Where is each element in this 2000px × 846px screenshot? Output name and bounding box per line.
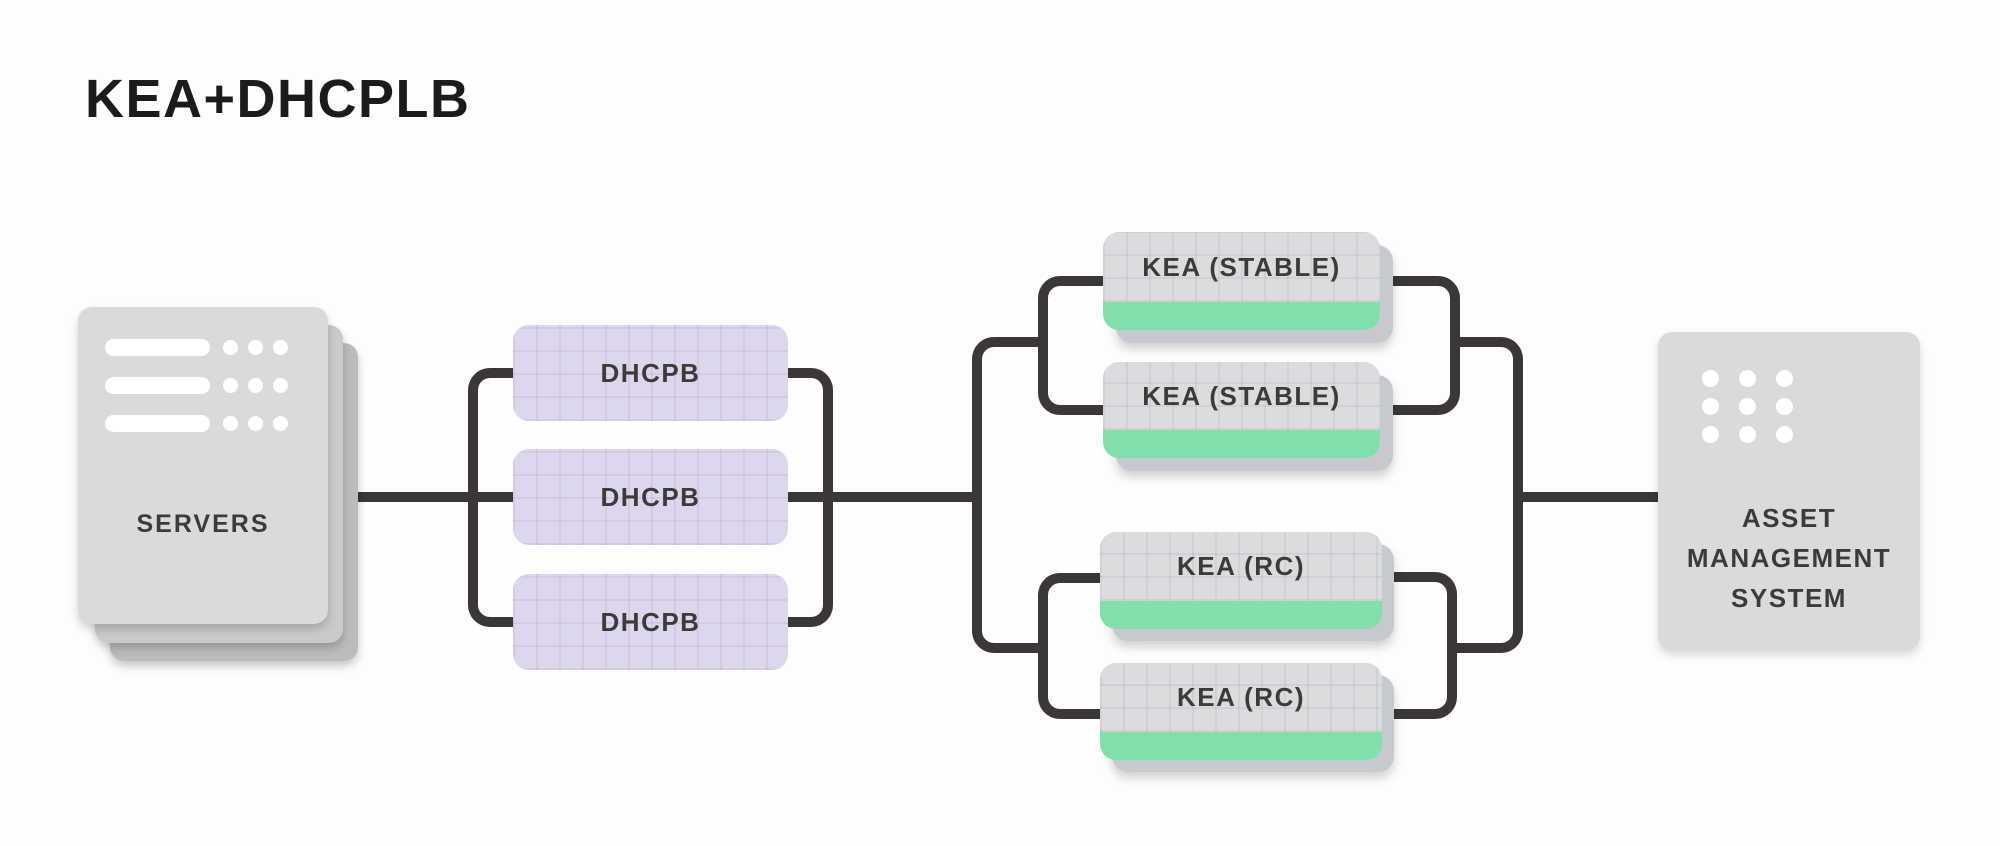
dhcpb-node-3: DHCPB	[513, 574, 788, 670]
dhcpb-label: DHCPB	[600, 481, 701, 512]
server-dot-icon	[223, 416, 238, 431]
server-dot-icon	[273, 378, 288, 393]
dot-icon	[1776, 398, 1793, 415]
dhcpb-node-1: DHCPB	[513, 325, 788, 421]
connector-servers-to-dhcpb	[345, 492, 515, 502]
server-icon-row	[105, 339, 298, 356]
server-dot-icon	[248, 416, 263, 431]
server-bar-icon	[105, 415, 210, 432]
dot-icon	[1739, 370, 1756, 387]
asset-label-line: SYSTEM	[1731, 583, 1847, 613]
kea-stable-node-1: KEA (STABLE)	[1103, 232, 1380, 330]
kea-card-body: KEA (RC)	[1100, 663, 1382, 732]
dot-icon	[1702, 426, 1719, 443]
dhcpb-label: DHCPB	[600, 606, 701, 637]
green-status-strip	[1103, 430, 1380, 458]
dot-icon	[1776, 370, 1793, 387]
server-dot-icon	[273, 340, 288, 355]
connector-dhcpb-left-bracket	[468, 368, 514, 627]
server-stack-icon	[105, 339, 298, 432]
dot-icon	[1739, 398, 1756, 415]
kea-card-body: KEA (RC)	[1100, 532, 1382, 601]
connector-kea-stable-left-bracket	[1038, 276, 1104, 415]
dot-icon	[1739, 426, 1756, 443]
dot-icon	[1702, 370, 1719, 387]
servers-node: SERVERS	[78, 307, 328, 624]
green-status-strip	[1100, 601, 1382, 629]
page-title: KEA+DHCPLB	[85, 69, 471, 129]
connector-kea-rc-left-bracket	[1038, 573, 1102, 719]
kea-rc-label: KEA (RC)	[1176, 551, 1306, 581]
asset-management-node: ASSET MANAGEMENT SYSTEM	[1658, 332, 1920, 650]
dot-icon	[1702, 398, 1719, 415]
kea-rc-node-2: KEA (RC)	[1100, 663, 1382, 760]
server-dot-icon	[273, 416, 288, 431]
connector-to-asset-management	[1518, 492, 1660, 502]
server-icon-row	[105, 377, 298, 394]
connector-dhcpb-to-split	[786, 492, 982, 502]
dhcpb-node-2: DHCPB	[513, 449, 788, 545]
kea-card-body: KEA (STABLE)	[1103, 362, 1380, 430]
server-bar-icon	[105, 339, 210, 356]
kea-stable-node-2: KEA (STABLE)	[1103, 362, 1380, 458]
server-dot-icon	[223, 340, 238, 355]
server-bar-icon	[105, 377, 210, 394]
dot-icon	[1776, 426, 1793, 443]
servers-label: SERVERS	[136, 510, 270, 538]
asset-label-line: ASSET	[1741, 503, 1837, 533]
server-icon-row	[105, 415, 298, 432]
server-dot-icon	[223, 378, 238, 393]
server-dot-icon	[248, 378, 263, 393]
kea-stable-label: KEA (STABLE)	[1142, 380, 1341, 411]
dots-grid-icon	[1702, 370, 1793, 443]
connector-split-bracket	[972, 337, 1044, 653]
asset-management-label: ASSET MANAGEMENT SYSTEM	[1658, 498, 1920, 618]
green-status-strip	[1100, 732, 1382, 760]
kea-rc-node-1: KEA (RC)	[1100, 532, 1382, 629]
connector-collect-bracket	[1450, 337, 1523, 653]
green-status-strip	[1103, 302, 1380, 330]
server-dot-icon	[248, 340, 263, 355]
dhcpb-label: DHCPB	[600, 357, 701, 388]
kea-stable-label: KEA (STABLE)	[1142, 251, 1341, 282]
asset-label-line: MANAGEMENT	[1686, 543, 1892, 573]
kea-card-body: KEA (STABLE)	[1103, 232, 1380, 302]
kea-rc-label: KEA (RC)	[1176, 682, 1306, 712]
